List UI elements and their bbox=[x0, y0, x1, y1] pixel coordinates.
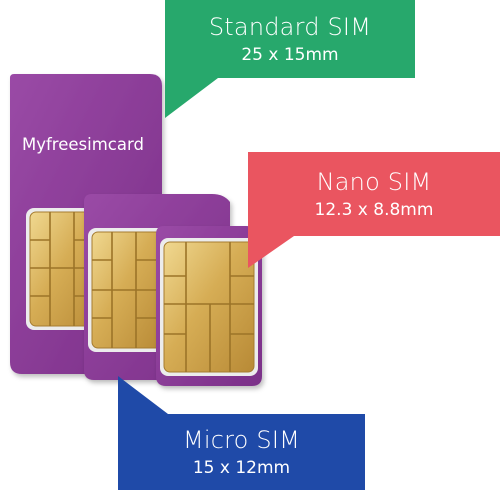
standard-sim-label: Standard SIM 25 x 15mm bbox=[165, 0, 415, 78]
nano-sim-size: 12.3 x 8.8mm bbox=[314, 199, 434, 220]
micro-sim-size: 15 x 12mm bbox=[192, 457, 291, 478]
micro-sim-label: Micro SIM 15 x 12mm bbox=[118, 414, 365, 490]
nano-sim-title: Nano SIM bbox=[316, 167, 432, 196]
standard-sim-title: Standard SIM bbox=[208, 12, 372, 41]
standard-sim-size: 25 x 15mm bbox=[241, 44, 339, 65]
brand-text: Myfreesimcard bbox=[22, 135, 144, 154]
nano-label-shape bbox=[248, 152, 500, 268]
micro-label-shape bbox=[118, 376, 365, 490]
nano-sim-label: Nano SIM 12.3 x 8.8mm bbox=[248, 152, 500, 236]
micro-sim-title: Micro SIM bbox=[182, 425, 301, 454]
nano-sim-chip bbox=[160, 238, 258, 376]
standard-label-shape bbox=[165, 0, 415, 118]
micro-sim-chip bbox=[88, 228, 166, 352]
